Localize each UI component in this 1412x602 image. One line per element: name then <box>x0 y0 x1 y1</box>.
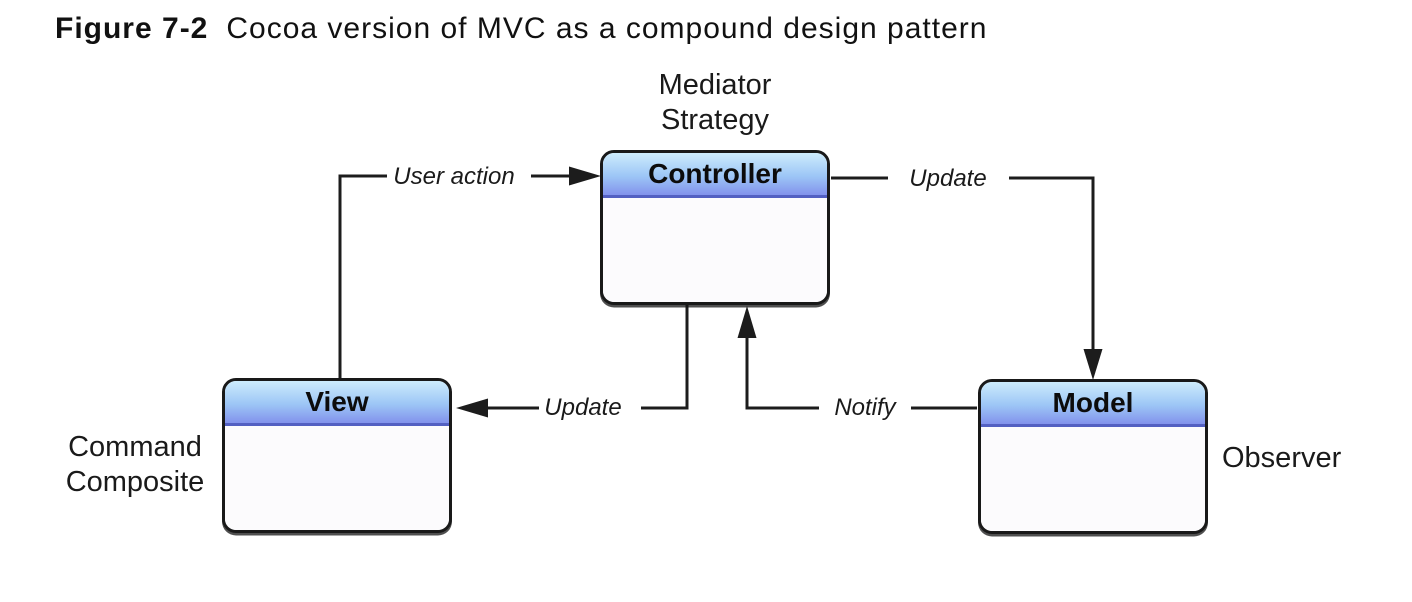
model-node-title: Model <box>1052 387 1134 418</box>
notify-edge-label: Notify <box>834 394 896 421</box>
update-view-edge-label: Update <box>544 394 622 421</box>
model-node: Model <box>978 379 1208 534</box>
view-node-body <box>225 426 449 530</box>
arrowhead-down-icon <box>1083 349 1103 380</box>
pattern-strategy: Strategy <box>661 104 769 136</box>
model-pattern-label: Observer <box>1222 441 1341 476</box>
arrowhead-left-icon <box>456 398 488 418</box>
figure-title: Figure 7-2 Cocoa version of MVC as a comp… <box>55 12 987 46</box>
controller-node-header: Controller <box>603 153 827 198</box>
controller-node-body <box>603 198 827 302</box>
arrowhead-up-icon <box>737 306 757 338</box>
controller-node-title: Controller <box>648 158 782 189</box>
arrowhead-right-icon <box>569 166 601 186</box>
view-node-header: View <box>225 381 449 426</box>
update-model-edge-label: Update <box>909 165 987 192</box>
edge-update-model <box>831 176 1103 380</box>
model-node-header: Model <box>981 382 1205 427</box>
pattern-observer: Observer <box>1222 442 1342 474</box>
edge-notify <box>737 306 977 410</box>
view-pattern-label: Command Composite <box>35 430 235 500</box>
edge-user-action <box>338 166 601 379</box>
model-node-body <box>981 427 1205 531</box>
pattern-mediator: Mediator <box>658 69 772 101</box>
view-node: View <box>222 378 452 533</box>
pattern-composite: Composite <box>65 466 205 498</box>
figure-caption: Cocoa version of MVC as a compound desig… <box>226 12 988 45</box>
edge-update-view <box>456 304 689 418</box>
user-action-edge-label: User action <box>393 163 515 190</box>
pattern-command: Command <box>68 431 202 463</box>
controller-node: Controller <box>600 150 830 305</box>
controller-pattern-label: Mediator Strategy <box>600 68 830 138</box>
figure-number: Figure 7-2 <box>55 12 209 45</box>
view-node-title: View <box>305 386 369 417</box>
